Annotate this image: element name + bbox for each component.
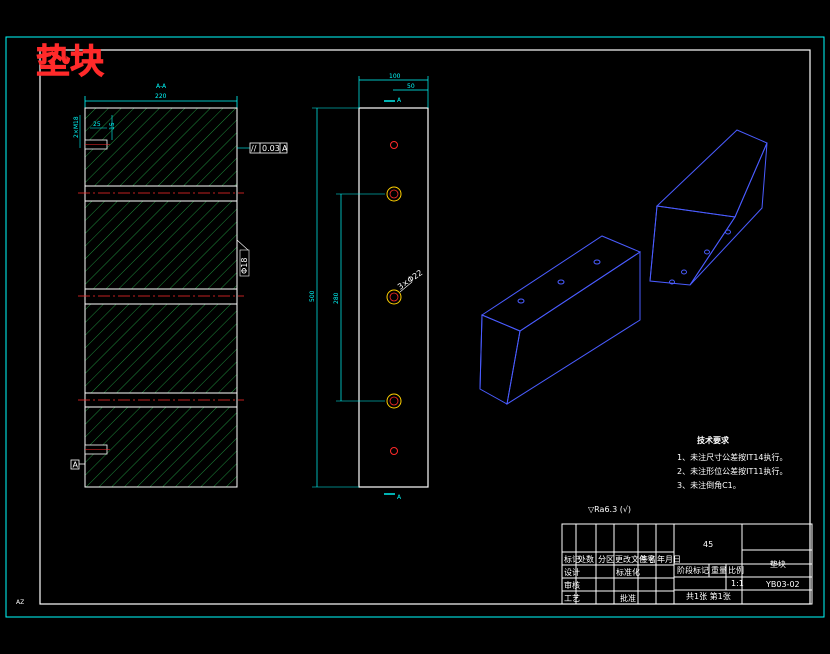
dim-hole-depth: 25 [93, 121, 101, 128]
tb-role-1: 审核 [564, 580, 580, 590]
tolerance-value: 0.03 [262, 144, 280, 153]
isometric-view-1 [479, 235, 642, 406]
tb-drawing-no: YB03-02 [765, 580, 800, 589]
tb-sheet: 共1张 第1张 [686, 591, 731, 601]
tb-header-2: 分区 [598, 555, 614, 564]
tb-part-name: 垫块 [770, 559, 786, 569]
dim-hole-top: 15 [109, 122, 116, 130]
dim-side-offset: 50 [407, 83, 415, 90]
roughness-note: ▽Ra6.3 (√) [588, 505, 631, 514]
side-view: 100 50 A A 500 280 3×Φ22 [309, 73, 429, 501]
tb-role-2: 工艺 [564, 594, 580, 603]
dim-thread: 2×M18 [73, 116, 80, 138]
tb-header-5: 年月日 [657, 554, 681, 564]
svg-text:A: A [397, 494, 402, 501]
tb-stage-0: 阶段标记 [677, 565, 709, 575]
tb-role-0: 设计 [564, 567, 580, 577]
title-block-text: 标记 处数 分区 更改文件号 签名 年月日 设计 审核 工艺 标准化 批准 45… [564, 540, 800, 603]
datum-label: A [73, 461, 79, 470]
dim-height: 500 [309, 290, 316, 302]
tb-std: 标准化 [616, 567, 640, 577]
dim-hole-spacing: 280 [333, 292, 340, 304]
svg-text:A: A [397, 97, 402, 104]
corner-text: AZ [16, 599, 24, 606]
tech-req-3: 3、未注倒角C1。 [677, 480, 741, 490]
section-view: A-A 220 25 15 2×M18 / [70, 83, 288, 488]
tb-header-0: 标记 [564, 554, 580, 564]
title-block [561, 523, 813, 605]
tech-req-1: 1、未注尺寸公差按IT14执行。 [677, 452, 788, 462]
tb-stage-1: 重量 [711, 565, 727, 575]
tb-approve: 批准 [620, 593, 636, 603]
tb-material: 45 [703, 540, 713, 549]
tolerance-symbol: // [251, 144, 257, 153]
outer-frame [5, 36, 825, 618]
dim-side-hole: Φ18 [240, 258, 249, 274]
isometric-view-2 [649, 129, 768, 286]
dim-side-width: 100 [389, 73, 401, 80]
tb-header-1: 处数 [578, 554, 594, 564]
tolerance-datum: A [282, 144, 288, 153]
section-label: A-A [156, 83, 167, 90]
dim-front-width: 220 [155, 93, 167, 100]
tb-header-3: 更改文件号 [615, 554, 655, 564]
tech-requirements: 技术要求 1、未注尺寸公差按IT14执行。 2、未注形位公差按IT11执行。 3… [677, 435, 788, 490]
inner-frame [39, 49, 811, 605]
tb-header-4: 签名 [640, 554, 656, 564]
tb-stage-2: 比例 [728, 565, 744, 575]
tb-scale: 1:1 [731, 579, 744, 588]
drawing-title: 垫块 [36, 42, 104, 82]
dim-hole-dia: 3×Φ22 [396, 268, 424, 292]
tech-req-title: 技术要求 [697, 435, 730, 445]
tech-req-2: 2、未注形位公差按IT11执行。 [677, 466, 788, 476]
